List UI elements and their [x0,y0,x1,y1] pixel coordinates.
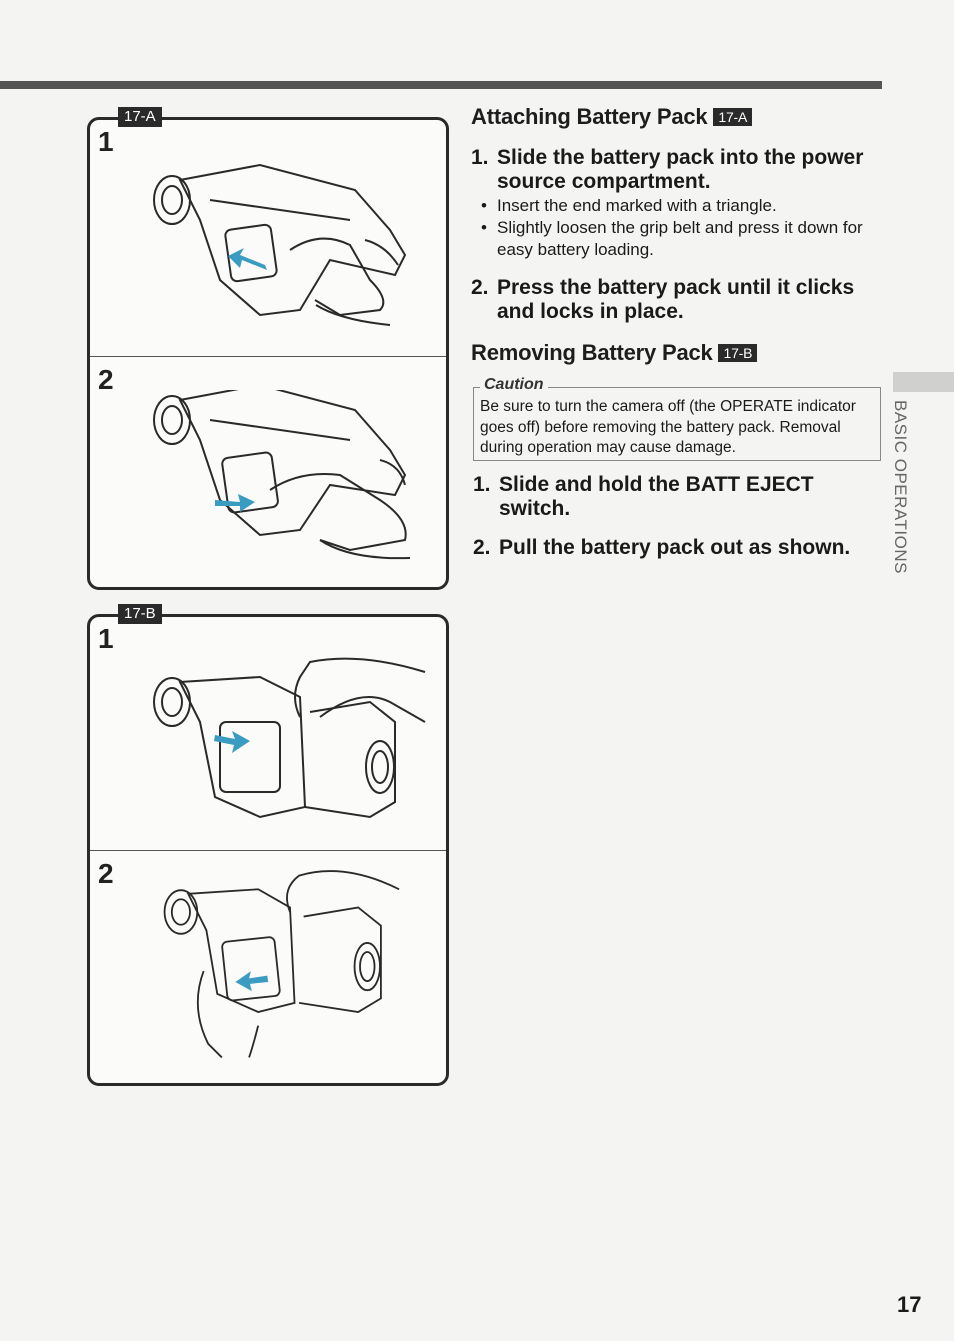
attaching-step-2-number: 2. [471,276,489,299]
attaching-step-2-text: Press the battery pack until it clicks a… [497,276,855,323]
figure-17b-step-2-number: 2 [98,858,114,889]
attaching-step-2: 2. Press the battery pack until it click… [471,276,891,324]
removing-step-1: 1. Slide and hold the BATT EJECT switch. [473,473,839,521]
removing-step-2-text: Pull the battery pack out as shown. [499,536,851,559]
figure-17a-step-1-number: 1 [98,126,114,157]
removing-heading-text: Removing Battery Pack [471,340,713,365]
caution-title: Caution [480,376,548,394]
caution-text: Be sure to turn the camera off (the OPER… [480,398,856,456]
page-number: 17 [897,1292,922,1317]
removing-heading: Removing Battery Pack 17-B [471,340,758,366]
camcorder-battery-insert-illustration [153,163,407,326]
camcorder-battery-remove-illustration [163,870,400,1059]
caution-box: Caution Be sure to turn the camera off (… [473,376,881,461]
figure-17a-tag: 17-A [118,107,162,127]
attaching-heading: Attaching Battery Pack 17-A [471,104,753,130]
removing-heading-tag: 17-B [718,344,758,362]
attaching-bullet-1: Insert the end marked with a triangle. [481,195,881,217]
figure-17b-step-1-number: 1 [98,623,114,654]
attaching-bullet-2: Slightly loosen the grip belt and press … [481,217,881,261]
attaching-step-1: 1. Slide the battery pack into the power… [471,146,891,194]
attaching-heading-text: Attaching Battery Pack [471,104,708,129]
camcorder-battery-press-illustration [153,390,411,560]
attaching-step-1-bullets: Insert the end marked with a triangle. S… [481,195,881,261]
camcorder-batt-eject-illustration [153,657,426,819]
removing-step-2: 2. Pull the battery pack out as shown. [473,536,850,560]
removing-step-2-number: 2. [473,536,491,559]
section-side-label: BASIC OPERATIONS [891,400,910,574]
removing-step-1-text: Slide and hold the BATT EJECT switch. [499,473,814,520]
removing-step-1-number: 1. [473,473,491,496]
top-rule [0,81,882,89]
attaching-step-1-text: Slide the battery pack into the power so… [497,146,864,193]
attaching-heading-tag: 17-A [713,108,753,126]
figure-17a-panel: 17-A 1 2 [87,107,449,590]
figure-17b-divider [90,850,446,851]
section-tab-marker [893,372,954,392]
attaching-step-1-number: 1. [471,146,489,169]
figure-17b-tag: 17-B [118,604,162,624]
figure-17b-panel: 17-B 1 2 [87,604,449,1086]
figure-17a-step-2-number: 2 [98,364,114,395]
figure-17a-divider [90,356,446,357]
